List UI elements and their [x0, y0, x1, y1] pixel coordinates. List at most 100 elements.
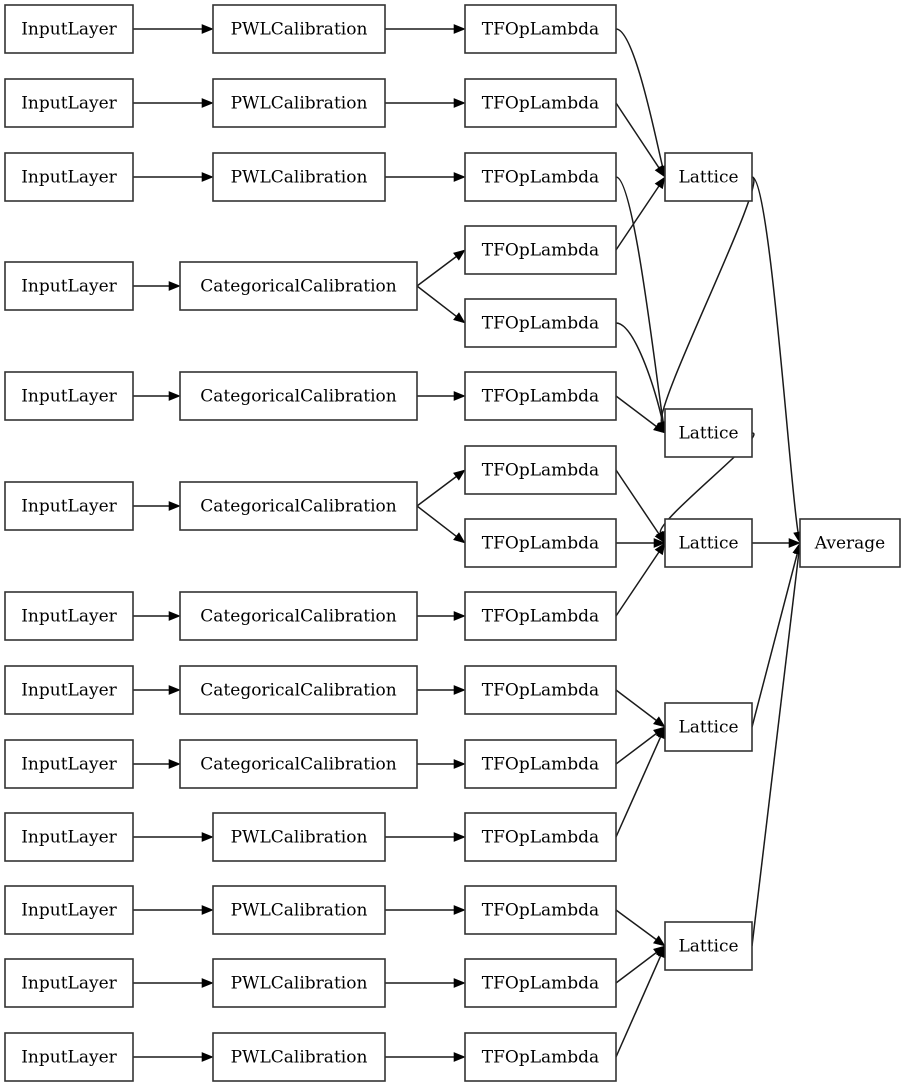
- node-label: TFOpLambda: [482, 828, 599, 848]
- graph-node-cal1[interactable]: PWLCalibration: [212, 4, 386, 54]
- graph-edge: [615, 102, 660, 169]
- graph-node-in6[interactable]: InputLayer: [4, 481, 134, 531]
- node-box: [212, 885, 386, 935]
- graph-node-cal11[interactable]: PWLCalibration: [212, 885, 386, 935]
- graph-node-in11[interactable]: InputLayer: [4, 885, 134, 935]
- graph-node-in4[interactable]: InputLayer: [4, 261, 134, 311]
- edge-arrowhead: [653, 716, 666, 728]
- graph-node-op11[interactable]: TFOpLambda: [464, 739, 617, 789]
- node-label: PWLCalibration: [231, 168, 368, 188]
- graph-node-cal5[interactable]: CategoricalCalibration: [179, 371, 418, 421]
- node-box: [464, 78, 617, 128]
- graph-node-avg[interactable]: Average: [799, 518, 901, 568]
- edge-arrowhead: [201, 832, 214, 842]
- graph-node-cal10[interactable]: PWLCalibration: [212, 812, 386, 862]
- node-box: [4, 152, 134, 202]
- node-box: [4, 481, 134, 531]
- graph-node-in12[interactable]: InputLayer: [4, 958, 134, 1008]
- graph-edge: [416, 285, 457, 317]
- edge-arrowhead: [788, 538, 801, 548]
- graph-node-in9[interactable]: InputLayer: [4, 739, 134, 789]
- graph-node-cal6[interactable]: CategoricalCalibration: [179, 481, 418, 531]
- graph-node-op3[interactable]: TFOpLambda: [464, 152, 617, 202]
- graph-node-in13[interactable]: InputLayer: [4, 1032, 134, 1082]
- edge-arrowhead: [453, 98, 466, 108]
- graph-edge: [615, 322, 664, 423]
- graph-node-in7[interactable]: InputLayer: [4, 591, 134, 641]
- graph-edge: [615, 185, 660, 251]
- edge-arrowhead: [168, 281, 181, 291]
- graph-node-lat3[interactable]: Lattice: [664, 518, 753, 568]
- node-box: [464, 1032, 617, 1082]
- graph-node-op15[interactable]: TFOpLambda: [464, 1032, 617, 1082]
- graph-edge: [615, 551, 660, 617]
- graph-node-op5[interactable]: TFOpLambda: [464, 298, 617, 348]
- graph-node-in1[interactable]: InputLayer: [4, 4, 134, 54]
- node-box: [4, 371, 134, 421]
- node-label: InputLayer: [21, 497, 117, 517]
- graph-node-lat4[interactable]: Lattice: [664, 702, 753, 752]
- node-box: [4, 4, 134, 54]
- node-label: TFOpLambda: [482, 755, 599, 775]
- graph-edge: [751, 176, 799, 533]
- node-label: TFOpLambda: [482, 1048, 599, 1068]
- graph-node-in5[interactable]: InputLayer: [4, 371, 134, 421]
- node-label: TFOpLambda: [482, 461, 599, 481]
- node-label: InputLayer: [21, 755, 117, 775]
- graph-node-cal2[interactable]: PWLCalibration: [212, 78, 386, 128]
- graph-node-op14[interactable]: TFOpLambda: [464, 958, 617, 1008]
- graph-node-lat5[interactable]: Lattice: [664, 921, 753, 971]
- graph-node-in10[interactable]: InputLayer: [4, 812, 134, 862]
- graph-node-op12[interactable]: TFOpLambda: [464, 812, 617, 862]
- node-box: [664, 152, 753, 202]
- graph-node-op10[interactable]: TFOpLambda: [464, 665, 617, 715]
- node-box: [464, 445, 617, 495]
- node-box: [464, 518, 617, 568]
- graph-node-lat1[interactable]: Lattice: [664, 152, 753, 202]
- graph-node-cal13[interactable]: PWLCalibration: [212, 1032, 386, 1082]
- edge-arrowhead: [201, 24, 214, 34]
- graph-node-cal4[interactable]: CategoricalCalibration: [179, 261, 418, 311]
- graph-node-op13[interactable]: TFOpLambda: [464, 885, 617, 935]
- graph-node-cal12[interactable]: PWLCalibration: [212, 958, 386, 1008]
- edge-arrowhead: [453, 905, 466, 915]
- edge-arrowhead: [453, 978, 466, 988]
- node-label: InputLayer: [21, 607, 117, 627]
- edge-arrowhead: [168, 391, 181, 401]
- graph-node-op6[interactable]: TFOpLambda: [464, 371, 617, 421]
- graph-node-op1[interactable]: TFOpLambda: [464, 4, 617, 54]
- graph-node-cal8[interactable]: CategoricalCalibration: [179, 665, 418, 715]
- node-box: [212, 4, 386, 54]
- node-box: [212, 78, 386, 128]
- node-box: [464, 152, 617, 202]
- graph-node-op8[interactable]: TFOpLambda: [464, 518, 617, 568]
- node-box: [212, 152, 386, 202]
- graph-node-lat2[interactable]: Lattice: [664, 408, 753, 458]
- node-label: Lattice: [678, 424, 738, 444]
- node-box: [664, 408, 753, 458]
- node-label: InputLayer: [21, 681, 117, 701]
- graph-node-op4[interactable]: TFOpLambda: [464, 225, 617, 275]
- graph-node-op9[interactable]: TFOpLambda: [464, 591, 617, 641]
- graph-node-in8[interactable]: InputLayer: [4, 665, 134, 715]
- graph-edge: [615, 689, 657, 721]
- node-label: InputLayer: [21, 974, 117, 994]
- edge-arrowhead: [453, 391, 466, 401]
- node-label: TFOpLambda: [482, 314, 599, 334]
- graph-edge: [615, 733, 657, 765]
- graph-node-cal9[interactable]: CategoricalCalibration: [179, 739, 418, 789]
- node-label: Lattice: [678, 534, 738, 554]
- edge-arrowhead: [453, 24, 466, 34]
- edge-arrowhead: [201, 905, 214, 915]
- graph-node-in2[interactable]: InputLayer: [4, 78, 134, 128]
- graph-node-in3[interactable]: InputLayer: [4, 152, 134, 202]
- edge-arrowhead: [654, 176, 666, 190]
- graph-node-op2[interactable]: TFOpLambda: [464, 78, 617, 128]
- graph-node-cal7[interactable]: CategoricalCalibration: [179, 591, 418, 641]
- graph-node-op7[interactable]: TFOpLambda: [464, 445, 617, 495]
- graph-node-cal3[interactable]: PWLCalibration: [212, 152, 386, 202]
- graph-edge: [615, 395, 657, 427]
- node-box: [179, 371, 418, 421]
- node-label: CategoricalCalibration: [200, 607, 396, 627]
